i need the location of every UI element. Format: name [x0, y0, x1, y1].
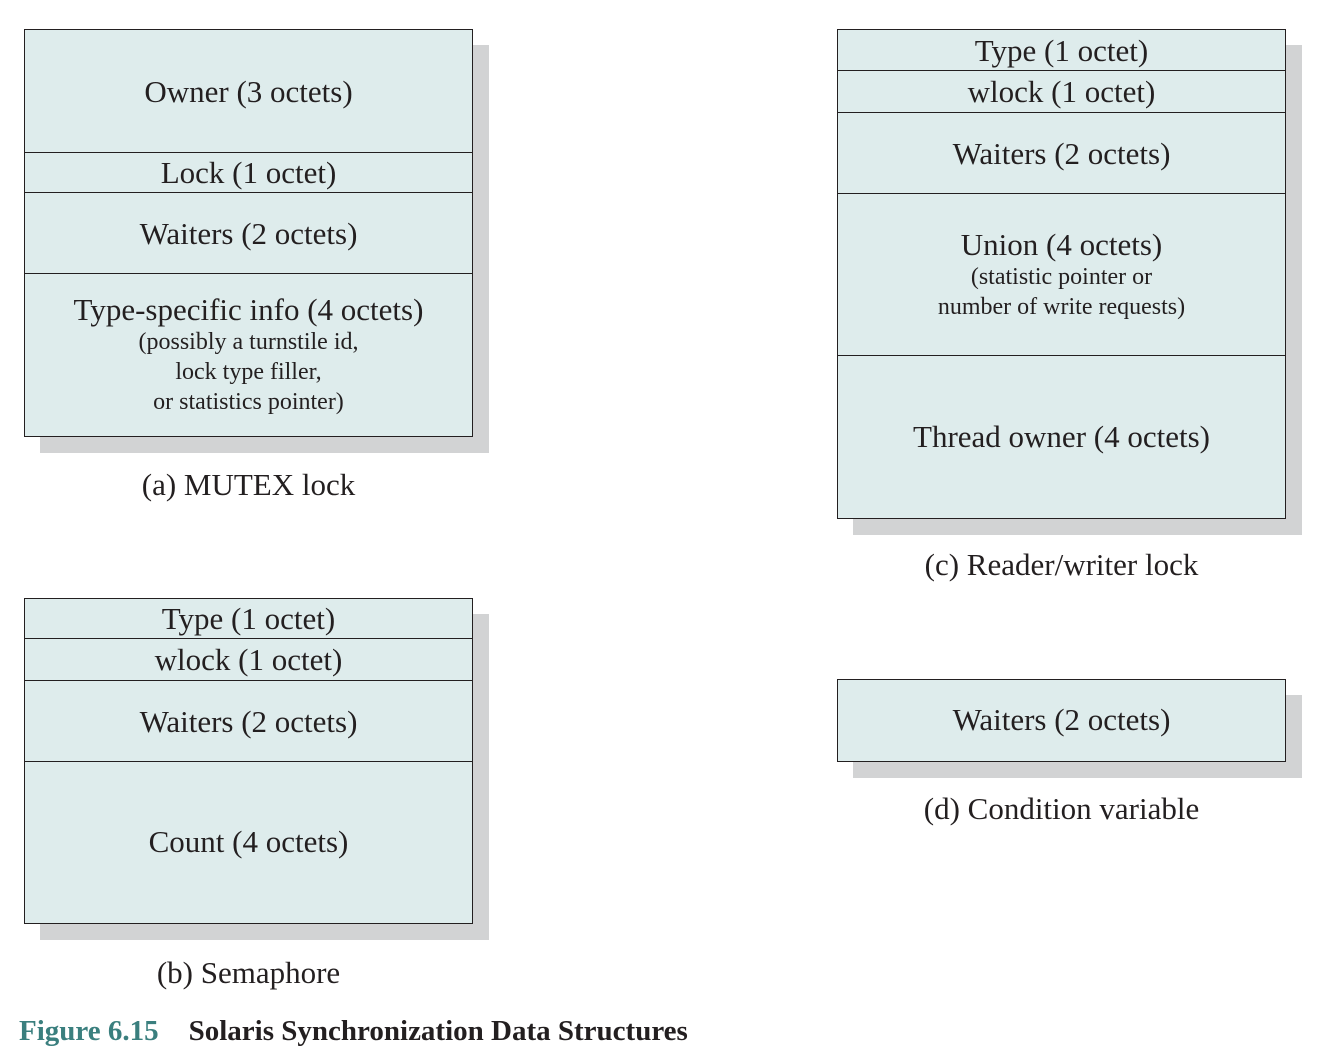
- figure-caption: Figure 6.15 Solaris Synchronization Data …: [19, 1012, 688, 1050]
- mutex-owner-label: Owner (3 octets): [144, 73, 353, 109]
- rwlock-union-field: Union (4 octets) (statistic pointer or n…: [838, 193, 1285, 356]
- rwlock-thread-owner-label: Thread owner (4 octets): [913, 418, 1210, 454]
- semaphore-waiters-label: Waiters (2 octets): [139, 703, 358, 739]
- mutex-caption: (a) MUTEX lock: [141, 467, 356, 502]
- figure-title: Solaris Synchronization Data Structures: [188, 1015, 688, 1047]
- rwlock-wlock-field: wlock (1 octet): [838, 70, 1285, 113]
- semaphore-type-label: Type (1 octet): [161, 601, 336, 636]
- mutex-type-info-note-3: or statistics pointer): [153, 388, 344, 415]
- semaphore-wlock-field: wlock (1 octet): [25, 638, 472, 681]
- rwlock-structure: Type (1 octet) wlock (1 octet) Waiters (…: [837, 29, 1302, 535]
- mutex-waiters-label: Waiters (2 octets): [139, 215, 358, 251]
- rwlock-union-note-1: (statistic pointer or: [970, 264, 1153, 290]
- rwlock-box: Type (1 octet) wlock (1 octet) Waiters (…: [837, 29, 1286, 519]
- mutex-waiters-field: Waiters (2 octets): [25, 192, 472, 274]
- mutex-lock-label: Lock (1 octet): [160, 155, 337, 190]
- semaphore-box: Type (1 octet) wlock (1 octet) Waiters (…: [24, 598, 473, 924]
- rwlock-wlock-label: wlock (1 octet): [967, 74, 1156, 109]
- semaphore-caption: (b) Semaphore: [156, 955, 341, 990]
- mutex-type-info-note-2: lock type filler,: [175, 358, 322, 385]
- semaphore-type-field: Type (1 octet): [25, 599, 472, 639]
- semaphore-waiters-field: Waiters (2 octets): [25, 680, 472, 762]
- mutex-lock-field: Lock (1 octet): [25, 152, 472, 193]
- rwlock-type-field: Type (1 octet): [838, 30, 1285, 71]
- mutex-box: Owner (3 octets) Lock (1 octet) Waiters …: [24, 29, 473, 437]
- condvar-box: Waiters (2 octets): [837, 679, 1286, 762]
- semaphore-count-label: Count (4 octets): [148, 824, 349, 859]
- semaphore-count-field: Count (4 octets): [25, 761, 472, 922]
- rwlock-union-note-2: number of write requests): [937, 294, 1186, 320]
- semaphore-structure: Type (1 octet) wlock (1 octet) Waiters (…: [24, 598, 489, 940]
- semaphore-wlock-label: wlock (1 octet): [154, 642, 343, 677]
- rwlock-union-label: Union (4 octets): [960, 227, 1163, 262]
- mutex-type-info-field: Type-specific info (4 octets) (possibly …: [25, 273, 472, 435]
- figure-number: Figure 6.15: [19, 1015, 159, 1047]
- mutex-type-info-note-1: (possibly a turnstile id,: [138, 328, 359, 355]
- mutex-lock-structure: Owner (3 octets) Lock (1 octet) Waiters …: [24, 29, 489, 453]
- condvar-waiters-label: Waiters (2 octets): [952, 702, 1171, 737]
- rwlock-thread-owner-field: Thread owner (4 octets): [838, 355, 1285, 517]
- condvar-waiters-field: Waiters (2 octets): [838, 680, 1285, 760]
- rwlock-caption: (c) Reader/writer lock: [924, 547, 1199, 582]
- rwlock-type-label: Type (1 octet): [974, 32, 1149, 68]
- rwlock-waiters-field: Waiters (2 octets): [838, 112, 1285, 194]
- mutex-owner-field: Owner (3 octets): [25, 30, 472, 153]
- rwlock-waiters-label: Waiters (2 octets): [952, 135, 1171, 171]
- condvar-structure: Waiters (2 octets): [837, 679, 1302, 778]
- condvar-caption: (d) Condition variable: [923, 791, 1200, 826]
- mutex-type-info-label: Type-specific info (4 octets): [73, 291, 424, 327]
